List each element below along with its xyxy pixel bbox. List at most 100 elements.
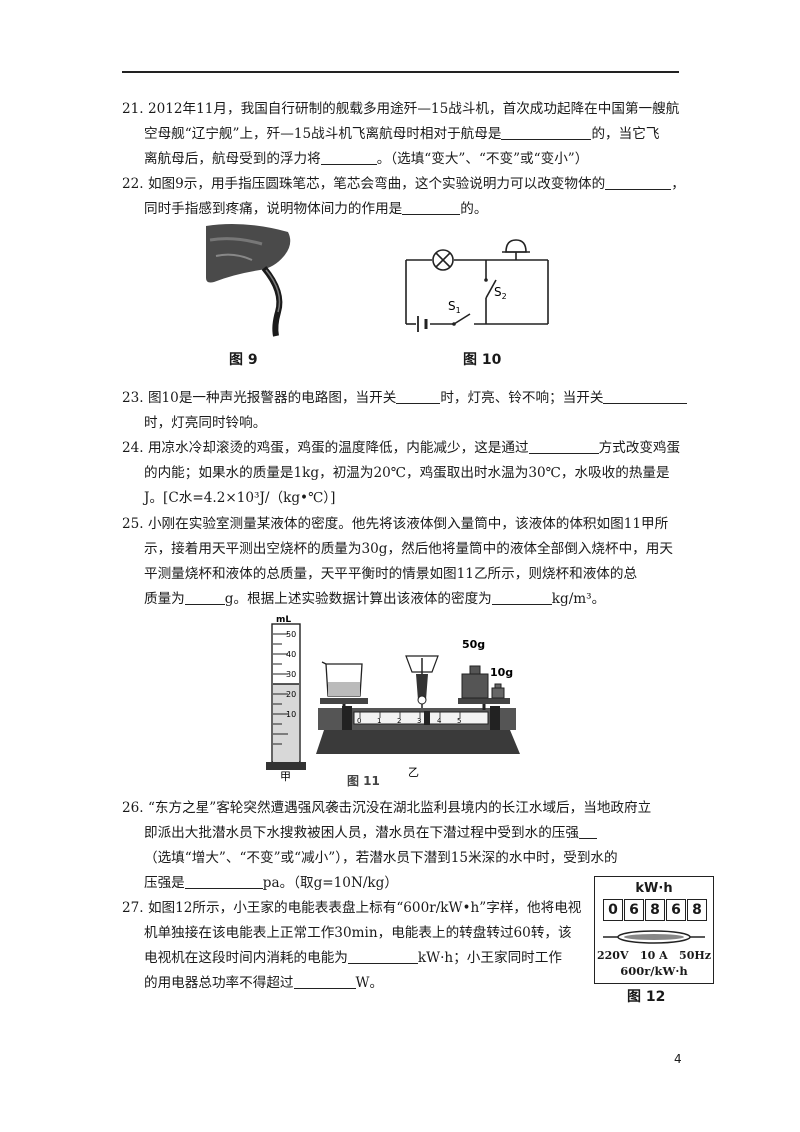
q23-line1: 23. 图10是一种声光报警器的电路图，当开关 时，灯亮、铃不响；当开关 [122,386,688,411]
ruler-number: 3 [417,717,421,725]
q25-text: kg/m³。 [551,591,606,607]
q27-text: kW·h；小王家同时工作 [417,950,562,966]
question-24: 24. 用凉水冷却滚烫的鸡蛋，鸡蛋的温度降低，内能减少，这是通过方式改变鸡蛋 的… [122,436,682,511]
answer-blank [320,150,377,165]
header-rule [122,71,679,73]
question-25: 25. 小刚在实验室测量某液体的密度。他先将该液体倒入量筒中，该液体的体积如图1… [122,512,682,612]
question-21: 21. 2012年11月，我国自行研制的舰载多用途歼—15战斗机，首次成功起降在… [122,97,682,172]
weight-large-label: 50g [462,638,485,651]
q21-line3: 离航母后，航母受到的浮力将 。（选填“变大”、“不变”或“变小”） [122,147,682,172]
answer-blank [293,974,356,989]
q22-line1: 22. 如图9示，用手指压圆珠笔芯，笔芯会弯曲，这个实验说明力可以改变物体的 ， [122,172,685,197]
tick-label: 40 [286,650,296,659]
question-26: 26. “东方之星”客轮突然遭遇强风袭击沉没在湖北监利县境内的长江水域后，当地政… [122,796,682,896]
q26-text: 即派出大批潜水员下水搜救被困人员，潜水员在下潜过程中受到水的压强 [144,825,579,841]
figure-10-circuit: S1 S2 [405,239,549,332]
figure-12-caption: 图 12 [627,989,666,1005]
figure-9-image [204,222,296,338]
figure-12-meter: kW·h 0 6 8 6 8 220V 10 A 50Hz 600r/kW·h [594,876,714,984]
q22-text: ， [671,176,685,192]
q21-text: 的，当它飞 [591,126,660,142]
answer-blank [402,200,461,215]
q24-line3: J。[C水=4.2×10³J/（kg•℃）] [144,490,336,506]
weight-50g-icon [461,673,489,699]
q23-text: 23. 图10是一种声光报警器的电路图，当开关 [122,390,397,406]
weight-10g-icon [491,687,505,699]
q22-text: 同时手指感到疼痛，说明物体间力的作用是 [144,201,403,217]
meter-specs: 220V 10 A 50Hz [597,949,711,962]
page-number: 4 [674,1052,682,1066]
answer-blank [491,590,552,605]
q21-text: 离航母后，航母受到的浮力将 [144,151,321,167]
answer-blank [528,439,599,454]
meter-digit: 6 [666,899,686,921]
figure-9-caption: 图 9 [229,352,258,368]
meter-digit: 6 [624,899,644,921]
question-22: 22. 如图9示，用手指压圆珠笔芯，笔芯会弯曲，这个实验说明力可以改变物体的， … [122,172,685,222]
q23-text: 时，灯亮、铃不响；当开关 [440,390,604,406]
answer-blank [603,389,688,404]
q21-line2: 空母舰“辽宁舰”上，歼—15战斗机飞离航母时相对于航母是 的，当它飞 [122,122,682,147]
tick-label: 50 [286,630,296,639]
q27-line2: 机单独接在该电能表上正常工作30min，电能表上的转盘转过60转，该 [144,925,572,941]
answer-blank [501,125,592,140]
answer-blank [184,590,225,605]
meter-voltage: 220V [597,949,629,962]
answer-blank [579,824,597,839]
q25-text: 质量为 [144,591,185,607]
meter-disc-icon [603,930,705,944]
q24-text: 24. 用凉水冷却滚烫的鸡蛋，鸡蛋的温度降低，内能减少，这是通过 [122,440,529,456]
q26-text: pa。（取g=10N/kg） [262,875,398,891]
q26-line1: 26. “东方之星”客轮突然遭遇强风袭击沉没在湖北监利县境内的长江水域后，当地政… [122,800,652,816]
tick-label: 20 [286,690,296,699]
meter-reading: 0 6 8 6 8 [603,899,708,921]
switch-s2-label: S2 [494,285,507,301]
ruler-number: 4 [437,717,442,725]
q27-line1: 27. 如图12所示，小王家的电能表表盘上标有“600r/kW•h”字样，他将电… [122,900,582,916]
q27-line3: 电视机在这段时间内消耗的电能为 kW·h；小王家同时工作 [122,946,592,971]
q24-line1: 24. 用凉水冷却滚烫的鸡蛋，鸡蛋的温度降低，内能减少，这是通过 方式改变鸡蛋 [122,436,682,461]
question-27: 27. 如图12所示，小王家的电能表表盘上标有“600r/kW•h”字样，他将电… [122,896,592,996]
meter-digit: 0 [603,899,623,921]
figure-11: mL 50 40 30 20 10 0 1 2 3 4 5 [266,615,520,783]
figure-10-caption: 图 10 [463,352,502,368]
q23-line2: 时，灯亮同时铃响。 [144,415,267,431]
cylinder-unit: mL [276,615,291,625]
answer-blank [396,389,441,404]
answer-blank [347,949,418,964]
q27-text: 电视机在这段时间内消耗的电能为 [144,950,348,966]
answer-blank [184,874,263,889]
q25-line2: 示，接着用天平测出空烧杯的质量为30g，然后他将量筒中的液体全部倒入烧杯中，用天 [144,541,673,557]
q27-line4: 的用电器总功率不得超过 W。 [122,971,592,996]
label-yi: 乙 [408,766,419,779]
meter-frequency: 50Hz [679,949,711,962]
q26-text: 压强是 [144,875,185,891]
figure-11-caption: 图 11 [347,774,380,788]
graduated-cylinder: mL 50 40 30 20 10 [266,615,306,770]
q21-text: 空母舰“辽宁舰”上，歼—15战斗机飞离航母时相对于航母是 [144,126,502,142]
q21-text: 。（选填“变大”、“不变”或“变小”） [376,151,589,167]
ruler-number: 2 [397,717,401,725]
ruler-number: 0 [357,717,361,725]
meter-unit-label: kW·h [635,881,673,896]
q21-line1: 21. 2012年11月，我国自行研制的舰载多用途歼—15战斗机，首次成功起降在… [122,101,680,117]
ruler-number: 5 [457,717,461,725]
meter-digit: 8 [645,899,665,921]
q22-text: 的。 [460,201,488,217]
balance-scale: 0 1 2 3 4 5 50g 10g [316,638,520,754]
weight-small-label: 10g [490,666,513,679]
meter-current: 10 A [639,949,668,962]
tick-label: 30 [286,670,296,679]
q22-line2: 同时手指感到疼痛，说明物体间力的作用是 的。 [122,197,682,222]
meter-digit: 8 [687,899,707,921]
tick-label: 10 [286,710,296,719]
q27-text: W。 [355,975,384,991]
bell-icon [505,239,527,253]
switch-s1-label: S1 [448,299,461,315]
q24-text: 方式改变鸡蛋 [598,440,681,456]
q22-text: 22. 如图9示，用手指压圆珠笔芯，笔芯会弯曲，这个实验说明力可以改变物体的 [122,176,606,192]
q27-text: 的用电器总功率不得超过 [144,975,294,991]
question-23: 23. 图10是一种声光报警器的电路图，当开关 时，灯亮、铃不响；当开关 时，灯亮… [122,386,688,436]
answer-blank [605,175,672,190]
